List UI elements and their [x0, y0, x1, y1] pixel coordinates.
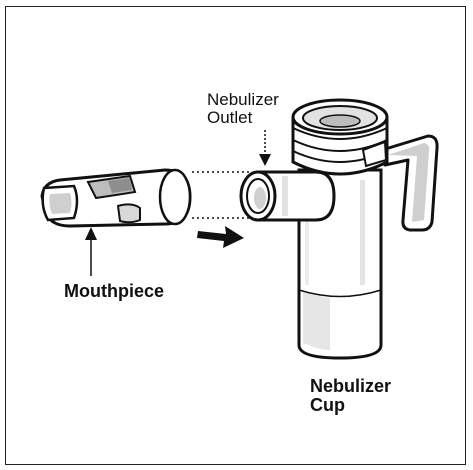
outlet-label-line1: Nebulizer — [207, 90, 279, 109]
cup-handle — [380, 134, 439, 232]
nebulizer-cup-lid — [291, 98, 389, 176]
outlet-leader — [259, 130, 271, 166]
nebulizer-cup-label: Nebulizer Cup — [310, 377, 391, 415]
cup-label-line2: Cup — [310, 394, 345, 415]
mouthpiece — [40, 168, 192, 228]
nebulizer-outlet — [239, 170, 336, 222]
cup-label-line1: Nebulizer — [310, 376, 392, 396]
mouthpiece-label: Mouthpiece — [64, 281, 165, 301]
mouthpiece-leader — [85, 227, 97, 276]
nebulizer-outlet-label: Nebulizer Outlet — [207, 91, 279, 127]
outlet-label-line2: Outlet — [207, 107, 253, 127]
insert-arrow — [197, 226, 244, 248]
